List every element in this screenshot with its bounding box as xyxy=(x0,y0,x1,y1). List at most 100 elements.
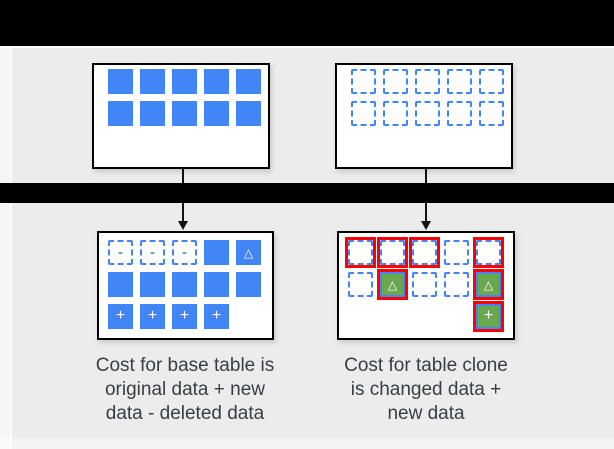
solid-data-block xyxy=(236,272,261,297)
plus-symbol: + xyxy=(179,306,190,324)
caption-line: Cost for base table is xyxy=(95,355,275,376)
dashed-data-block xyxy=(415,69,440,94)
empty-cell xyxy=(441,301,472,332)
base-table-original-box xyxy=(92,63,270,169)
dashed-data-block xyxy=(479,101,504,126)
solid-cell xyxy=(233,66,264,97)
dashed-cell xyxy=(348,98,379,129)
topbar-underline xyxy=(0,46,614,48)
solid-cell xyxy=(137,269,168,300)
caption-line: data - deleted data xyxy=(105,403,265,424)
dashed-minus-cell: - xyxy=(137,237,168,268)
green-data-block: + xyxy=(476,304,501,329)
data-block-row xyxy=(105,269,272,300)
dashed-data-block xyxy=(351,101,376,126)
dashed-data-block xyxy=(348,272,373,297)
empty-cell xyxy=(345,301,376,332)
dashed-cell xyxy=(380,98,411,129)
data-block-row: + xyxy=(345,301,513,332)
dashed-data-block xyxy=(447,101,472,126)
dashed-data-block: - xyxy=(108,240,133,265)
dashed-cell xyxy=(476,98,507,129)
dashed-cell xyxy=(444,66,475,97)
solid-plus-cell: + xyxy=(137,301,168,332)
green-triangle-cell: △ xyxy=(473,269,504,300)
empty-cell xyxy=(377,301,408,332)
solid-data-block xyxy=(108,69,133,94)
dashed-data-block xyxy=(348,240,373,265)
solid-data-block xyxy=(172,101,197,126)
solid-cell xyxy=(233,269,264,300)
dashed-cell xyxy=(380,66,411,97)
data-block-row xyxy=(105,66,268,97)
data-block-grid: △ △ + xyxy=(339,233,513,332)
green-triangle-cell: △ xyxy=(377,269,408,300)
middle-black-bar xyxy=(0,183,614,203)
solid-data-block: + xyxy=(204,304,229,329)
data-block-grid xyxy=(337,65,511,129)
plus-symbol: + xyxy=(483,306,494,324)
dashed-cell xyxy=(444,98,475,129)
solid-cell xyxy=(137,66,168,97)
solid-cell xyxy=(233,98,264,129)
solid-data-block xyxy=(140,272,165,297)
dashed-data-block xyxy=(447,69,472,94)
solid-data-block: + xyxy=(108,304,133,329)
minus-symbol: - xyxy=(150,243,155,260)
solid-data-block xyxy=(172,69,197,94)
data-block-row xyxy=(348,66,511,97)
dashed-data-block xyxy=(479,69,504,94)
data-block-row xyxy=(345,237,513,268)
solid-cell xyxy=(169,66,200,97)
dashed-data-block xyxy=(412,240,437,265)
data-block-grid xyxy=(94,65,268,129)
dashed-data-block xyxy=(415,101,440,126)
dashed-data-block xyxy=(412,272,437,297)
empty-cell xyxy=(233,301,264,332)
dashed-data-block xyxy=(383,101,408,126)
solid-cell xyxy=(201,237,232,268)
data-block-row xyxy=(105,98,268,129)
data-block-row xyxy=(348,98,511,129)
down-arrow-left-head xyxy=(178,221,188,230)
solid-cell xyxy=(201,98,232,129)
left-edge-highlight xyxy=(0,48,10,449)
green-data-block: △ xyxy=(380,272,405,297)
dashed-cell xyxy=(441,269,472,300)
green-data-block: △ xyxy=(476,272,501,297)
caption-line: new data xyxy=(387,403,465,424)
solid-plus-cell: + xyxy=(201,301,232,332)
solid-data-block xyxy=(108,101,133,126)
dashed-cell xyxy=(345,269,376,300)
dashed-data-block xyxy=(383,69,408,94)
base-table-cost-caption: Cost for base table is original data + n… xyxy=(75,354,295,426)
down-arrow-right-head xyxy=(421,221,431,230)
plus-symbol: + xyxy=(211,306,222,324)
plus-symbol: + xyxy=(147,306,158,324)
solid-plus-cell: + xyxy=(105,301,136,332)
dashed-data-block xyxy=(351,69,376,94)
dashed-data-block: - xyxy=(172,240,197,265)
triangle-symbol: △ xyxy=(483,277,494,292)
solid-cell xyxy=(169,98,200,129)
solid-cell xyxy=(169,269,200,300)
solid-cell xyxy=(105,269,136,300)
base-table-after-box: ---△++++ xyxy=(97,231,274,340)
red-dashed-cell xyxy=(473,237,504,268)
solid-data-block xyxy=(172,272,197,297)
red-dashed-cell xyxy=(345,237,376,268)
dashed-cell xyxy=(412,98,443,129)
top-black-bar xyxy=(0,0,614,46)
dashed-data-block xyxy=(444,272,469,297)
solid-data-block xyxy=(204,69,229,94)
solid-cell xyxy=(105,98,136,129)
solid-data-block xyxy=(204,272,229,297)
table-clone-cost-caption: Cost for table clone is changed data + n… xyxy=(320,354,532,426)
solid-cell xyxy=(201,66,232,97)
minus-symbol: - xyxy=(118,243,123,260)
dashed-cell xyxy=(476,66,507,97)
solid-plus-cell: + xyxy=(169,301,200,332)
table-clone-after-box: △ △ + xyxy=(337,231,515,340)
solid-triangle-cell: △ xyxy=(233,237,264,268)
